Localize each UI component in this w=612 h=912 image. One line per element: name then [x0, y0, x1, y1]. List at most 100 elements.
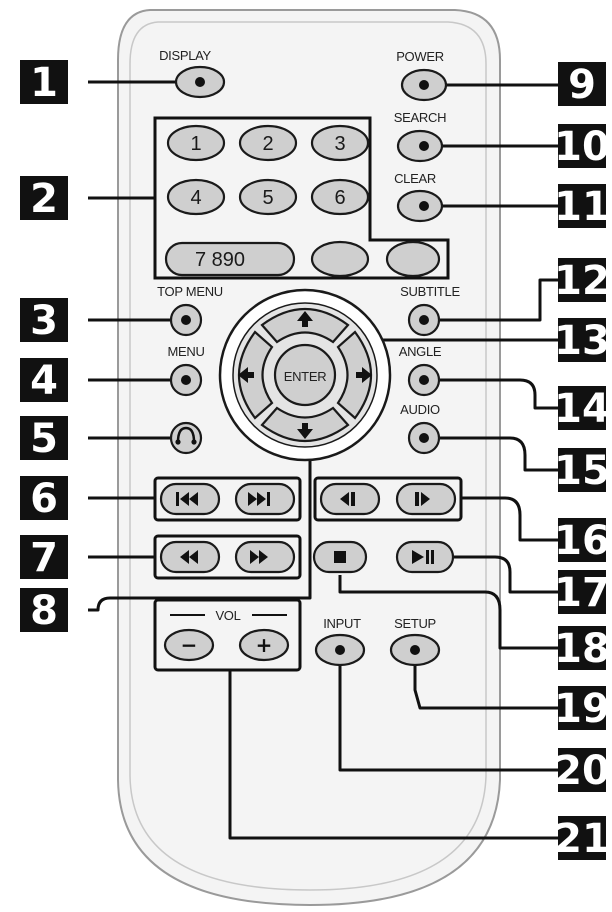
left-arrow-icon [238, 367, 254, 383]
callout-box-7 [20, 535, 68, 579]
callout-box-12 [558, 258, 606, 302]
key-3[interactable] [310, 124, 370, 162]
callout-box-1 [20, 60, 68, 104]
callout-number-15: 15 [554, 448, 610, 494]
key-6-label: 6 [334, 187, 345, 209]
key-4-label: 4 [190, 187, 201, 209]
dpad-right[interactable] [336, 330, 372, 420]
callout-number-9: 9 [568, 62, 596, 108]
callout-box-9 [558, 62, 606, 106]
key-5[interactable] [238, 178, 298, 216]
vol-label: VOL [215, 608, 240, 623]
key-4[interactable] [166, 178, 226, 216]
enter-label: ENTER [284, 369, 327, 384]
key-blank-1[interactable] [310, 240, 370, 278]
key-7890[interactable] [164, 241, 296, 277]
vol-minus-glyph: − [181, 633, 198, 657]
callout-box-6 [20, 476, 68, 520]
callout-box-5 [20, 416, 68, 460]
key-5-label: 5 [262, 187, 273, 209]
callout-number-21: 21 [554, 816, 610, 862]
input-label: INPUT [323, 616, 361, 631]
callout-box-3 [20, 298, 68, 342]
skip-next-icon [248, 492, 270, 506]
callout-number-14: 14 [554, 386, 610, 432]
rewind-icon [180, 550, 198, 564]
search-label: SEARCH [394, 110, 446, 125]
callout-number-6: 6 [30, 476, 58, 522]
callout-number-5: 5 [30, 416, 58, 462]
callout-number-13: 13 [554, 318, 610, 364]
key-blank-2[interactable] [385, 240, 441, 278]
callout-box-19 [558, 686, 606, 730]
key-1[interactable] [166, 124, 226, 162]
callout-number-8: 8 [30, 588, 58, 634]
callout-box-8 [20, 588, 68, 632]
dpad-left[interactable] [238, 330, 274, 420]
key-7890-label: 7 890 [195, 249, 245, 271]
keypad-bracket [153, 116, 450, 280]
power-label: POWER [396, 49, 444, 64]
key-6[interactable] [310, 178, 370, 216]
callout-number-1: 1 [30, 60, 58, 106]
callout-box-4 [20, 358, 68, 402]
slow-reverse-button[interactable] [319, 482, 381, 516]
callout-box-17 [558, 570, 606, 614]
return-button[interactable] [169, 421, 203, 455]
callout-box-20 [558, 748, 606, 792]
play-pause-icon [412, 550, 434, 564]
subtitle-label: SUBTITLE [400, 284, 460, 299]
audio-label: AUDIO [400, 402, 440, 417]
callout-number-18: 18 [554, 626, 610, 672]
callout-number-20: 20 [554, 748, 610, 794]
callout-number-12: 12 [554, 258, 610, 304]
callout-number-10: 10 [554, 124, 610, 170]
stop-icon [334, 551, 346, 563]
callout-box-14 [558, 386, 606, 430]
menu-label: MENU [167, 344, 204, 359]
return-arc-icon [176, 426, 196, 443]
callout-box-2 [20, 176, 68, 220]
play-pause-button[interactable] [395, 540, 455, 574]
callout-number-17: 17 [554, 570, 610, 616]
callout-box-15 [558, 448, 606, 492]
dpad: ENTER [218, 288, 392, 462]
callout-number-3: 3 [30, 298, 58, 344]
key-2-label: 2 [262, 133, 273, 155]
setup-label: SETUP [394, 616, 436, 631]
clear-label: CLEAR [394, 171, 436, 186]
key-3-label: 3 [334, 133, 345, 155]
vol-bracket [153, 598, 302, 672]
number-keypad: 1 2 3 4 5 6 7 890 [164, 124, 441, 278]
callout-number-19: 19 [554, 686, 610, 732]
vol-down-button[interactable] [163, 628, 215, 662]
up-arrow-icon [297, 311, 313, 327]
slow-reverse-icon [340, 492, 355, 506]
callout-number-11: 11 [554, 184, 610, 230]
callout-box-21 [558, 816, 606, 860]
remote-inner-edge [129, 21, 487, 891]
enter-button[interactable] [273, 343, 337, 407]
fast-forward-icon [250, 550, 268, 564]
key-2[interactable] [238, 124, 298, 162]
key-1-label: 1 [190, 133, 201, 155]
callout-box-18 [558, 626, 606, 670]
leader-lines [88, 80, 560, 840]
callout-box-10 [558, 124, 606, 168]
callout-box-13 [558, 318, 606, 362]
slow-forward-icon [415, 492, 430, 506]
callout-number-16: 16 [554, 518, 610, 564]
display-label: DISPLAY [159, 48, 211, 63]
callout-box-16 [558, 518, 606, 562]
down-arrow-icon [297, 423, 313, 439]
top-menu-label: TOP MENU [157, 284, 223, 299]
vol-up-button[interactable] [238, 628, 290, 662]
right-arrow-icon [356, 367, 372, 383]
callout-number-2: 2 [30, 176, 58, 222]
vol-plus-glyph: + [256, 633, 273, 657]
callout-number-7: 7 [30, 535, 58, 581]
skip-previous-icon [176, 492, 198, 506]
callout-box-11 [558, 184, 606, 228]
